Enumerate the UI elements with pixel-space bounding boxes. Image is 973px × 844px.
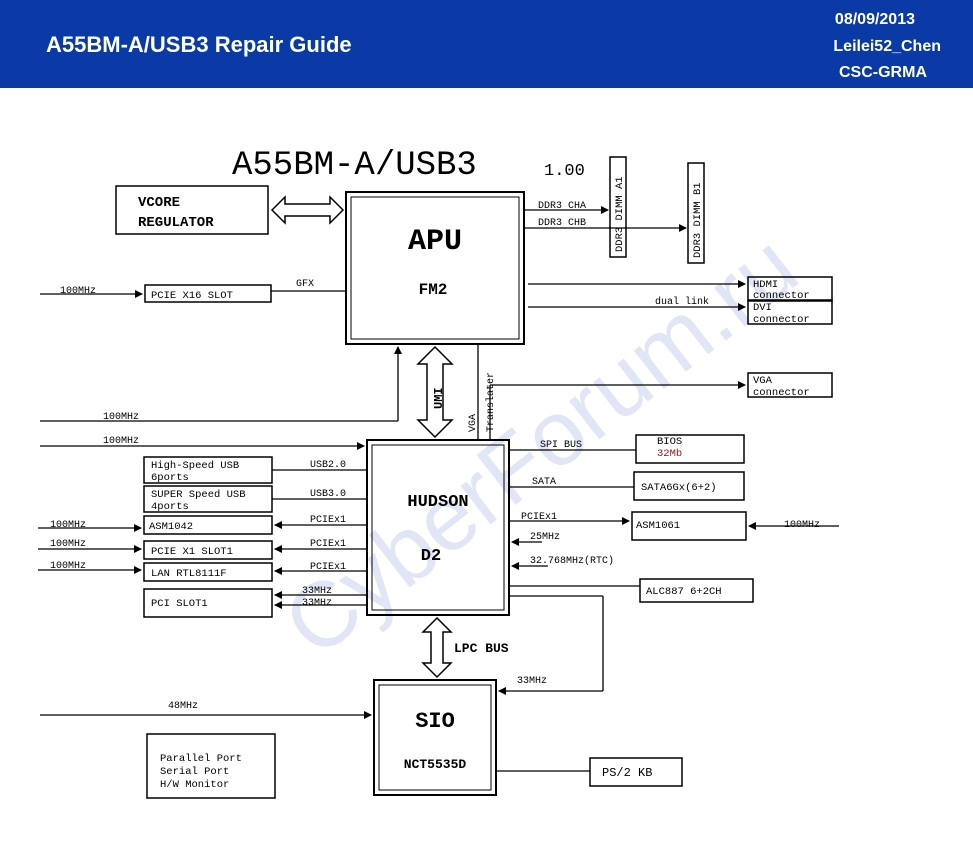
serial-label: Serial Port [160, 766, 229, 778]
umi-label: UMI [432, 387, 446, 409]
usb2-ports-label: 6ports [151, 472, 189, 484]
ps2-block [589, 757, 683, 787]
usb3-label: SUPER Speed USB [151, 489, 246, 501]
pciex1-a-label: PCIEx1 [310, 515, 346, 526]
hudson-label: HUDSON [407, 493, 468, 512]
clk-100mhz-asm1061: 100MHz [784, 520, 820, 531]
clk-100mhz-asm1042: 100MHz [50, 520, 86, 531]
lan-label: LAN RTL8111F [151, 568, 227, 580]
translater-label: Translater [485, 372, 497, 432]
sio-sub-label: NCT5535D [404, 757, 467, 772]
dimm-a1-block [609, 156, 627, 258]
pcie-x16-slot-block [144, 284, 272, 303]
spi-bus-label: SPI BUS [540, 440, 582, 451]
clk-33mhz-a: 33MHz [302, 586, 332, 597]
vcore-regulator-block [115, 185, 269, 235]
dimm-a1-label: DDR3 DIMM A1 [614, 176, 626, 252]
pcie16-label: PCIE X16 SLOT [151, 290, 233, 302]
alc887-block [639, 578, 754, 603]
dimm-b1-label: DDR3 DIMM B1 [692, 182, 704, 258]
clk-100mhz-hudson: 100MHz [103, 436, 139, 447]
usb2-label: High-Speed USB [151, 460, 239, 472]
alc887-label: ALC887 6+2CH [646, 586, 722, 598]
clk-100mhz-lan: 100MHz [50, 561, 86, 572]
asm1042-block [143, 515, 273, 535]
bios-label: BIOS [657, 436, 682, 448]
dvi-connector-block [747, 299, 833, 325]
vga-connector-label: connector [753, 387, 810, 399]
vga-label: VGA [753, 375, 773, 387]
parallel-serial-block [146, 733, 276, 799]
lan-block [143, 562, 273, 582]
asm1042-label: ASM1042 [149, 521, 193, 533]
clk-100mhz-pcie1: 100MHz [50, 539, 86, 550]
gfx-label: GFX [296, 279, 314, 290]
dual-link-label: dual link [655, 296, 709, 308]
hdmi-connector-block [747, 276, 833, 302]
header-bar: A55BM-A/USB3 Repair Guide 08/09/2013 Lei… [0, 0, 973, 88]
pci-slot-block [143, 588, 273, 618]
dimm-b1-block [687, 162, 705, 264]
lpc-bus-label: LPC BUS [454, 641, 509, 656]
vga-line-label: VGA [468, 414, 479, 432]
pcie-x1-slot-block [143, 540, 273, 560]
hudson-sub-label: D2 [421, 547, 441, 566]
guide-title: A55BM-A/USB3 Repair Guide [46, 32, 352, 57]
header-author: Leilei52_Chen [833, 38, 941, 55]
regulator-label: REGULATOR [138, 215, 214, 231]
asm1061-label: ASM1061 [636, 520, 680, 532]
usb20-label: USB2.0 [310, 460, 346, 471]
clk-33mhz-sio: 33MHz [517, 676, 547, 687]
asm1061-block [631, 511, 747, 541]
sata-bus-label: SATA [532, 477, 556, 488]
clk-33mhz-b: 33MHz [302, 598, 332, 609]
apu-label: APU [408, 225, 462, 259]
apu-block [345, 191, 525, 345]
sata-label: SATA6Gx(6+2) [641, 482, 717, 494]
usb30-label: USB3.0 [310, 489, 346, 500]
vga-connector-block [747, 372, 833, 398]
hdmi-connector-label: connector [753, 290, 810, 302]
sio-block [373, 679, 497, 796]
apu-sub-label: FM2 [419, 281, 448, 299]
pciex1-b-label: PCIEx1 [310, 539, 346, 550]
hudson-block [366, 439, 510, 616]
usb3-ports-label: 4ports [151, 501, 189, 513]
clk-100mhz-pcie16: 100MHz [60, 286, 96, 297]
sio-label: SIO [415, 709, 455, 734]
diagram-title: A55BM-A/USB3 [232, 147, 477, 185]
pci-label: PCI SLOT1 [151, 598, 208, 610]
dvi-label: DVI [753, 302, 772, 314]
ps2-label: PS/2 KB [602, 766, 652, 780]
dvi-connector-label: connector [753, 314, 810, 326]
clk-48mhz-label: 48MHz [168, 701, 198, 712]
clk-25mhz-label: 25MHz [530, 532, 560, 543]
vcore-label: VCORE [138, 195, 180, 211]
clk-100mhz-apu: 100MHz [103, 412, 139, 423]
parallel-label: Parallel Port [160, 753, 242, 765]
sata-block [633, 471, 745, 501]
hw-monitor-label: H/W Monitor [160, 779, 229, 791]
header-dept: CSC-GRMA [839, 64, 927, 81]
bios-block [635, 434, 745, 464]
pciex1-c-label: PCIEx1 [310, 562, 346, 573]
hdmi-label: HDMI [753, 279, 778, 291]
rtc-label: 32.768MHz(RTC) [530, 555, 614, 567]
pcie1-label: PCIE X1 SLOT1 [151, 546, 233, 558]
diagram-version: 1.00 [544, 162, 585, 181]
header-date: 08/09/2013 [834, 11, 915, 28]
ddr-chb-label: DDR3 CHB [538, 218, 586, 229]
bios-size-label: 32Mb [657, 448, 682, 460]
pciex1-d-label: PCIEx1 [521, 512, 557, 523]
ddr-cha-label: DDR3 CHA [538, 201, 586, 212]
